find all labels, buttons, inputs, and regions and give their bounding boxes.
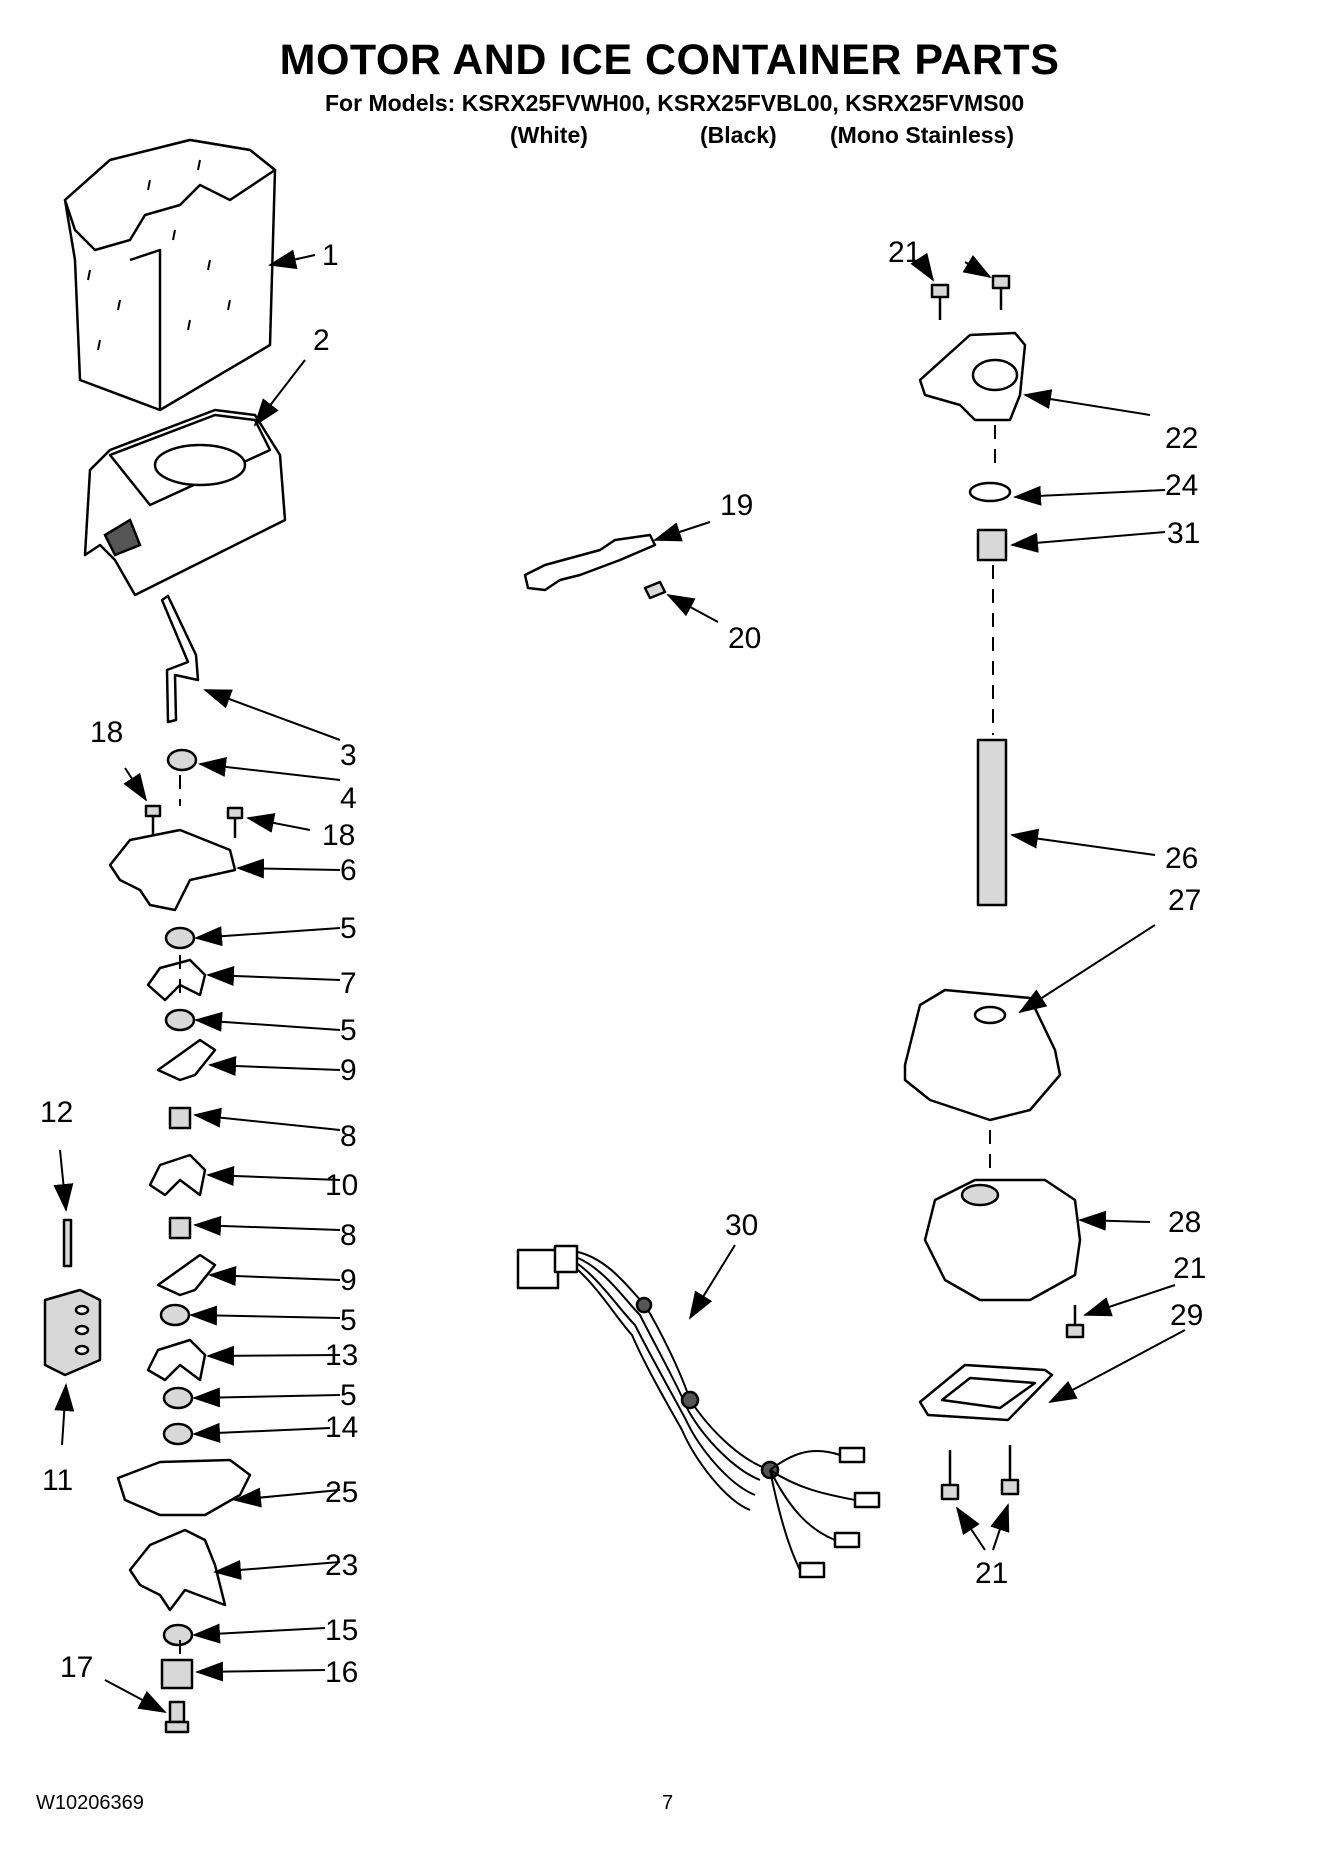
callout-21-bottom: 21 bbox=[975, 1557, 1008, 1590]
callout-4: 4 bbox=[340, 782, 357, 815]
page-title: MOTOR AND ICE CONTAINER PARTS bbox=[279, 36, 1060, 84]
part-5-washer bbox=[164, 926, 196, 950]
part-8-spacer bbox=[168, 1216, 192, 1240]
callout-19: 19 bbox=[720, 489, 753, 522]
part-9-blade bbox=[156, 1038, 217, 1082]
callout-3: 3 bbox=[340, 739, 357, 772]
callout-22: 22 bbox=[1165, 422, 1198, 455]
part-21-screw-top-right bbox=[991, 274, 1011, 310]
callout-25: 25 bbox=[325, 1476, 358, 1509]
callout-21-top: 21 bbox=[888, 236, 921, 269]
part-28-motor bbox=[923, 1178, 1082, 1302]
part-5-washer bbox=[162, 1386, 194, 1410]
callout-15: 15 bbox=[325, 1614, 358, 1647]
part-26-shaft bbox=[976, 738, 1008, 907]
callout-7: 7 bbox=[340, 967, 357, 1000]
callout-27: 27 bbox=[1168, 884, 1201, 917]
part-21-screw-top-left bbox=[930, 283, 950, 320]
callout-12: 12 bbox=[40, 1096, 73, 1129]
part-5-washer bbox=[159, 1303, 191, 1327]
callout-14: 14 bbox=[325, 1411, 358, 1444]
callout-5a: 5 bbox=[340, 912, 357, 945]
callout-18-left: 18 bbox=[90, 716, 123, 749]
callout-20: 20 bbox=[728, 622, 761, 655]
callout-6: 6 bbox=[340, 854, 357, 887]
part-19-lever bbox=[523, 533, 657, 592]
callout-17: 17 bbox=[60, 1651, 93, 1684]
callout-16: 16 bbox=[325, 1656, 358, 1689]
part-12-pin bbox=[62, 1218, 73, 1268]
callout-9b: 9 bbox=[340, 1264, 357, 1297]
part-2-housing bbox=[83, 408, 287, 597]
callout-1: 1 bbox=[322, 239, 339, 272]
part-3-rod bbox=[160, 594, 200, 724]
callout-23: 23 bbox=[325, 1549, 358, 1582]
part-5-washer bbox=[164, 1008, 196, 1032]
callout-24: 24 bbox=[1165, 469, 1198, 502]
part-10-blade bbox=[148, 1153, 207, 1197]
part-16-nut bbox=[160, 1658, 194, 1690]
callout-8a: 8 bbox=[340, 1120, 357, 1153]
callout-5c: 5 bbox=[340, 1304, 357, 1337]
part-21-screw-mid bbox=[1065, 1305, 1085, 1339]
part-21-screw-bottom-left bbox=[940, 1450, 960, 1501]
variant-white: (White) bbox=[510, 122, 588, 148]
part-25-plate bbox=[116, 1458, 252, 1517]
page-number: 7 bbox=[662, 1792, 674, 1814]
callout-21-mid: 21 bbox=[1173, 1252, 1206, 1285]
callout-9a: 9 bbox=[340, 1054, 357, 1087]
part-15-washer bbox=[162, 1623, 194, 1647]
part-24-ring bbox=[968, 481, 1012, 503]
document-number: W10206369 bbox=[36, 1792, 144, 1814]
callout-5b: 5 bbox=[340, 1014, 357, 1047]
models-line: For Models: KSRX25FVWH00, KSRX25FVBL00, … bbox=[325, 90, 1025, 116]
callout-11: 11 bbox=[42, 1464, 73, 1497]
variant-black: (Black) bbox=[700, 122, 777, 148]
part-23-auger bbox=[128, 1528, 227, 1612]
part-18-screw-left bbox=[144, 804, 162, 836]
callout-30: 30 bbox=[725, 1209, 758, 1242]
callout-29: 29 bbox=[1170, 1299, 1203, 1332]
callout-13: 13 bbox=[325, 1339, 358, 1372]
part-27-motor-cover bbox=[903, 988, 1062, 1122]
callout-8b: 8 bbox=[340, 1219, 357, 1252]
part-20-spring bbox=[643, 580, 667, 600]
callout-2: 2 bbox=[313, 324, 330, 357]
callout-10: 10 bbox=[325, 1169, 358, 1202]
part-31-bushing bbox=[976, 528, 1008, 562]
part-7-blade bbox=[146, 958, 207, 1002]
callout-31: 31 bbox=[1167, 517, 1200, 550]
part-18-screw-right bbox=[226, 806, 244, 838]
callout-28: 28 bbox=[1168, 1206, 1201, 1239]
callout-18-right: 18 bbox=[322, 819, 355, 852]
part-11-block bbox=[43, 1288, 102, 1377]
part-4-washer bbox=[166, 748, 198, 772]
part-9-blade bbox=[156, 1253, 217, 1297]
part-8-spacer bbox=[168, 1106, 192, 1130]
part-13-blade bbox=[146, 1338, 207, 1382]
callout-26: 26 bbox=[1165, 842, 1198, 875]
part-17-screw bbox=[164, 1700, 190, 1734]
part-21-screw-bottom-right bbox=[1000, 1445, 1020, 1496]
callout-5d: 5 bbox=[340, 1379, 357, 1412]
part-6-mounting-plate bbox=[108, 828, 237, 912]
variant-mono-stainless: (Mono Stainless) bbox=[830, 122, 1015, 148]
part-14-washer bbox=[162, 1422, 194, 1446]
part-30-wire-harness bbox=[516, 1244, 881, 1579]
part-1-ice-bucket bbox=[63, 138, 277, 412]
